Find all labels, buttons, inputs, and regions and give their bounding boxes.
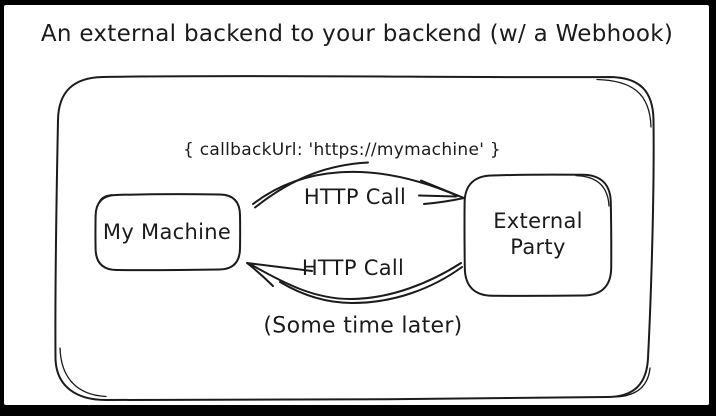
note-some-time-later: (Some time later) [263,313,463,339]
paper-background [4,5,709,405]
arrow-bottom-head [246,262,313,287]
arrow-bottom-double-stroke [279,266,463,304]
callback-payload-annotation: { callbackUrl: 'https://mymachine' } [182,140,502,160]
container-echo-top-right [596,78,652,128]
container-echo-bottom-right [613,367,651,398]
container-outline [54,75,655,402]
edge-label-http-call-top: HTTP Call [303,185,407,209]
arrow-top-head [420,179,465,205]
diagram-title: An external backend to your backend (w/ … [40,21,674,47]
arrow-top-dash [418,194,457,198]
arrow-bottom-shaft [249,262,462,300]
container-echo-bottom-left [59,347,107,398]
node-my-machine-label: My Machine [102,220,232,244]
node-external-party-box [463,173,613,297]
edge-label-http-call-bottom: HTTP Call [301,256,405,280]
arrow-top-double-stroke [254,161,369,209]
node-my-machine-box [94,193,242,272]
node-my-machine-echo [97,194,113,205]
node-external-party-echo [575,174,610,207]
node-external-party-label: External Party [493,208,583,259]
arrow-top-shaft [252,170,459,205]
